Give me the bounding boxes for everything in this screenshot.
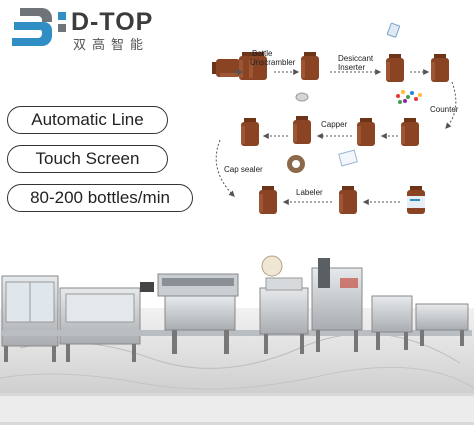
- touch-screen-icon: [140, 282, 154, 292]
- production-line-photo: [0, 238, 474, 425]
- collection-table: [415, 303, 469, 346]
- tablets-icon: [396, 90, 422, 104]
- label-roll-icon: [261, 255, 283, 277]
- bottle-icon: [401, 118, 419, 146]
- bottle-icon: [357, 118, 375, 146]
- labeling-machine: [261, 255, 363, 352]
- cap-icon: [295, 92, 309, 102]
- tablet-counter-machine: [140, 273, 239, 354]
- feature-pill-speed: 80-200 bottles/min: [7, 184, 193, 212]
- brand-chinese-name: 双高智能: [73, 38, 150, 53]
- logo-mark-icon: [12, 8, 66, 46]
- step-label-cap-sealer: Cap sealer: [224, 165, 263, 174]
- bottle-icon: [259, 186, 277, 214]
- d-top-logo: [12, 8, 66, 46]
- desiccant-packet-icon: [386, 22, 400, 38]
- step-label-capper: Capper: [321, 120, 348, 129]
- bottle-icon: [339, 186, 357, 214]
- step-label-counter: Counter: [430, 105, 459, 114]
- bottle-icon: [293, 116, 311, 144]
- bottle-icon: [212, 59, 240, 77]
- step-label-unscrambler: Unscrambler: [250, 58, 296, 67]
- process-flow-diagram: Bottle Unscrambler Desiccant Inserter Co…: [212, 22, 459, 214]
- bottle-icon: [301, 52, 319, 80]
- brand-name: D-TOP: [71, 8, 154, 36]
- bottle-icon: [386, 54, 404, 82]
- conveyor: [2, 330, 472, 336]
- step-label-desiccant: Desiccant: [338, 54, 374, 63]
- label-roll-icon: [338, 149, 358, 167]
- foil-roll-icon: [287, 155, 305, 173]
- bottle-icon: [241, 118, 259, 146]
- step-label-inserter: Inserter: [338, 63, 365, 72]
- bottle-icon: [431, 54, 449, 82]
- capping-machine: [259, 277, 309, 354]
- cap-sealer-machine: [371, 295, 413, 350]
- feature-pill-touch-screen: Touch Screen: [7, 145, 168, 173]
- labeled-bottle-icon: [407, 186, 425, 214]
- feature-pill-automatic-line: Automatic Line: [7, 106, 168, 134]
- step-label-labeler: Labeler: [296, 188, 323, 197]
- step-label-bottle: Bottle: [252, 49, 273, 58]
